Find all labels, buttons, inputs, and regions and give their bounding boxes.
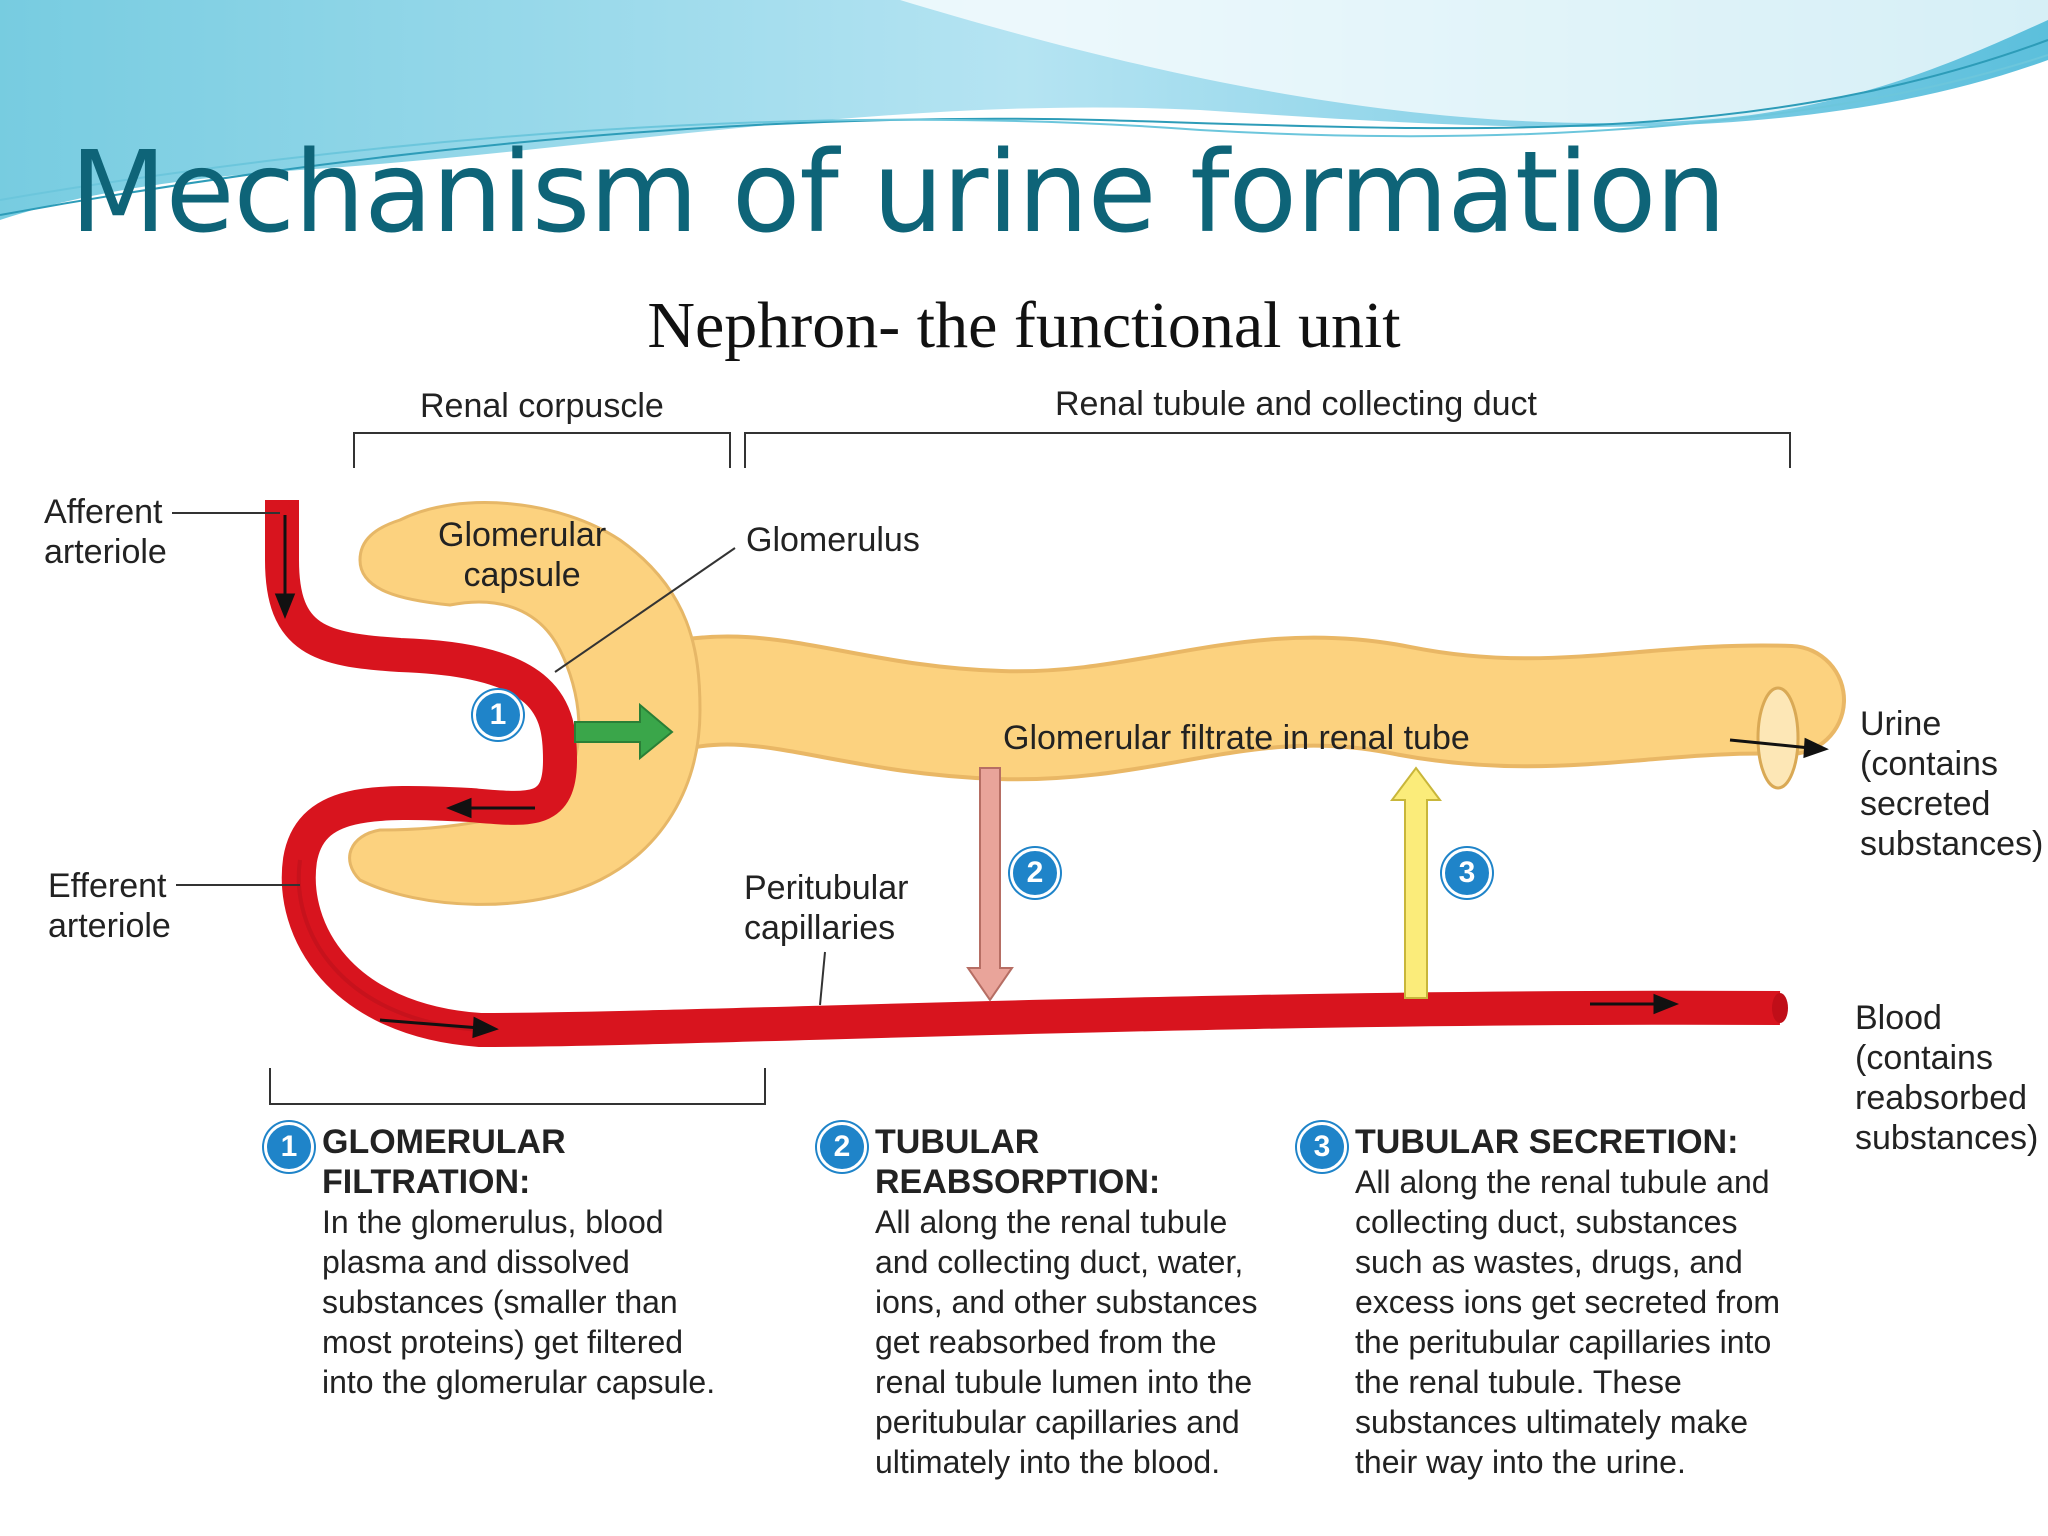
filtration-arrow: [574, 702, 674, 761]
arteriole-capillary: [265, 500, 1781, 1047]
renal-corpuscle-bracket: [353, 432, 731, 468]
tubule-opening: [1756, 686, 1800, 790]
step-3-heading: TUBULAR SECRETION:: [1355, 1123, 1739, 1161]
renal-corpuscle-label: Renal corpuscle: [420, 387, 664, 425]
step-2-badge: 2: [817, 1122, 867, 1172]
step-1-badge: 1: [264, 1122, 314, 1172]
secretion-arrow: [1390, 766, 1442, 999]
step-1-heading: GLOMERULAR FILTRATION:: [322, 1123, 566, 1201]
glomerular-capsule: [348, 501, 702, 906]
step-3-badge: 3: [1297, 1122, 1347, 1172]
renal-tubule-bracket: [744, 432, 1791, 468]
step-tubular-secretion: TUBULAR SECRETION: All along the renal t…: [1355, 1122, 1780, 1482]
renal-tubule-label: Renal tubule and collecting duct: [1055, 385, 1537, 423]
glomerulus-label: Glomerulus: [746, 521, 920, 559]
step-3-body: All along the renal tubule and collectin…: [1355, 1164, 1781, 1480]
bottom-bracket: [269, 1068, 766, 1105]
step-2-body: All along the renal tubule and collectin…: [875, 1204, 1258, 1480]
step-2-heading: TUBULAR REABSORPTION:: [875, 1123, 1161, 1201]
header-wave: [0, 0, 2048, 220]
step-tubular-reabsorption: TUBULAR REABSORPTION: All along the rena…: [875, 1122, 1257, 1482]
badge-3: 3: [1442, 848, 1492, 898]
slide-title: Mechanism of urine formation: [70, 128, 1726, 258]
step-1-body: In the glomerulus, blood plasma and diss…: [322, 1204, 716, 1400]
flow-arrows: [274, 515, 1829, 1039]
leader-lines: [172, 512, 826, 1006]
badge-1: 1: [473, 690, 523, 740]
slide-subtitle: Nephron- the functional unit: [647, 289, 1401, 362]
badge-2: 2: [1010, 848, 1060, 898]
reabsorption-arrow: [966, 767, 1014, 1002]
filtrate-label: Glomerular filtrate in renal tube: [1003, 719, 1470, 757]
step-glomerular-filtration: GLOMERULAR FILTRATION: In the glomerulus…: [322, 1122, 715, 1402]
